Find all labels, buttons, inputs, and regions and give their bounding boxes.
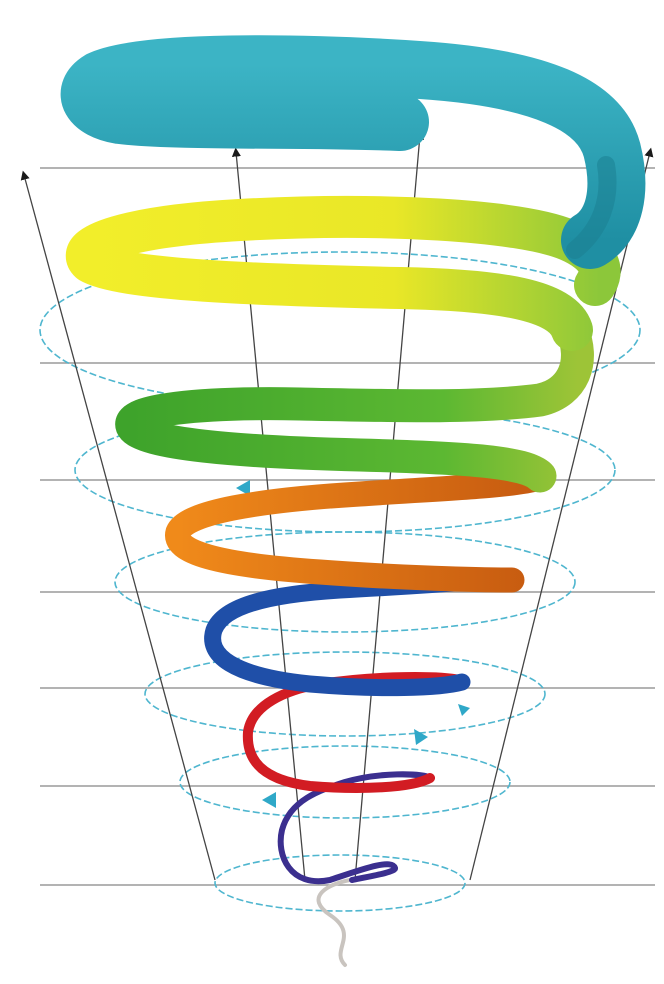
cone-ray-right — [470, 152, 650, 880]
rotation-arrow-icon — [414, 729, 428, 745]
rotation-arrow-icon — [458, 704, 470, 716]
spiral-band-green — [132, 330, 578, 476]
spiral-band-yellow — [87, 217, 600, 330]
spiral-band-stem — [319, 880, 350, 965]
cone-ray-inner-right — [355, 135, 420, 880]
spiral — [87, 64, 617, 965]
spiral-band-blue — [213, 580, 512, 688]
rotation-arrow-icon — [262, 792, 276, 808]
spiral-band-orange — [177, 478, 540, 580]
